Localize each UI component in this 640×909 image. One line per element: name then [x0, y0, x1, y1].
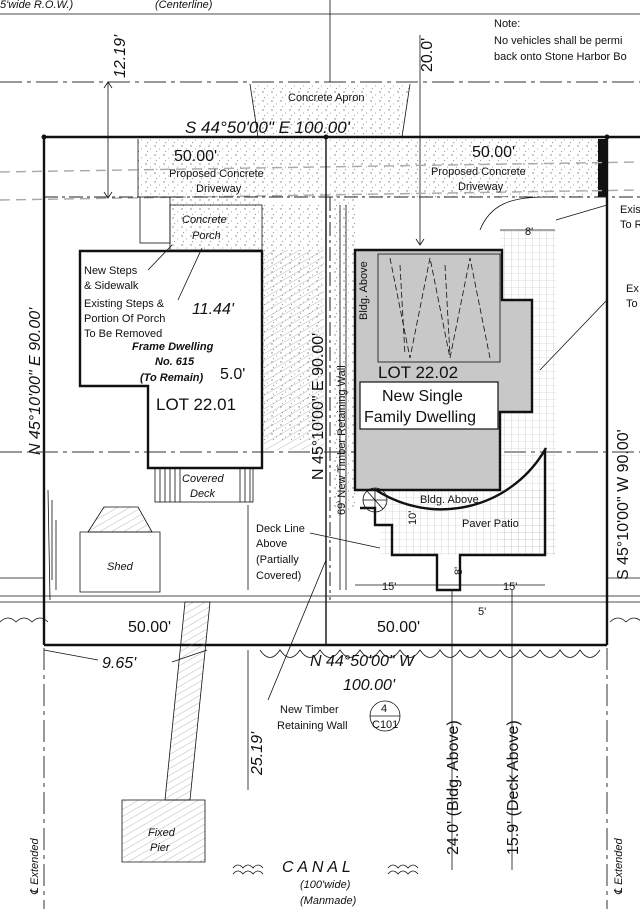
east-driveway-line-1: Proposed Concrete: [431, 166, 526, 178]
deck-line-label-1: Deck Line: [256, 523, 305, 535]
note-line-1: No vehicles shall be permi: [494, 35, 622, 47]
canal-width: (100'wide): [300, 879, 351, 891]
deck-line-label-3: (Partially: [256, 554, 299, 566]
centerline-label: (Centerline): [155, 0, 213, 11]
rear-setback-value: 25.19': [249, 731, 266, 776]
concrete-apron: Concrete Apron: [249, 83, 411, 138]
front-setback-value: 12.19': [112, 34, 129, 78]
existing-right-line-1: Exis: [620, 204, 640, 216]
porch-line-2: Porch: [192, 230, 221, 242]
lot-22-02-label: LOT 22.02: [378, 363, 458, 382]
property-front-line: S 44°50'00" E 100.00': [41, 118, 640, 140]
bldg-above-vertical: Bldg. Above: [358, 261, 370, 320]
west-driveway-line-2: Driveway: [196, 183, 242, 195]
walkway-and-pier: Fixed Pier: [121, 601, 211, 863]
timber-wall-callout: New Timber Retaining Wall 4 C101: [267, 559, 401, 732]
apron-depth-value: 20.0': [419, 38, 436, 72]
top-strip: 5'wide R.O.W.) (Centerline): [0, 0, 640, 83]
new-dwelling: Bldg. Above LOT 22.02 New Single Family …: [353, 197, 608, 618]
front-setback-dimension: 12.19': [103, 34, 129, 199]
canal-type: (Manmade): [300, 895, 357, 907]
cl-extended-left: ℄ Extended: [29, 838, 41, 895]
deck-line-label-4: Covered): [256, 570, 301, 582]
new-dwelling-line-1: New Single: [382, 388, 463, 405]
concrete-apron-label: Concrete Apron: [288, 92, 364, 104]
existing-steps-line-3: To Be Removed: [84, 328, 162, 340]
existing-steps-line-2: Portion Of Porch: [84, 313, 165, 325]
frame-dwelling-line-3: (To Remain): [140, 372, 203, 384]
timber-wall-line-1: New Timber: [280, 704, 339, 716]
timber-wall-line-2: Retaining Wall: [277, 720, 348, 732]
shed: Shed: [47, 489, 161, 601]
bearing-bottom-distance: 100.00': [343, 677, 396, 694]
fixed-pier-line-1: Fixed: [148, 827, 176, 839]
note-title: Note:: [494, 18, 520, 30]
bulkhead-scallops: [0, 617, 640, 658]
new-steps-line-2: & Sidewalk: [84, 280, 139, 292]
canal-name: C A N A L: [282, 859, 351, 876]
east-lot-width-rear: 50.00': [377, 619, 420, 636]
east-driveway-detail: 8': [479, 196, 608, 238]
existing-right2-line-1: Ex: [626, 283, 639, 295]
paver-patio-label: Paver Patio: [462, 518, 519, 530]
bearing-top: S 44°50'00" E 100.00': [185, 118, 351, 137]
step-width-value: 5': [478, 606, 486, 618]
existing-steps-line-1: Existing Steps &: [84, 298, 165, 310]
west-lot-width-front: 50.00': [174, 148, 217, 165]
canal-label: C A N A L (100'wide) (Manmade): [232, 859, 419, 907]
fixed-pier-line-2: Pier: [150, 842, 171, 854]
bearing-left: N 45°10'00" E 90.00': [27, 307, 44, 455]
shed-label: Shed: [107, 561, 134, 573]
west-driveway-line-1: Proposed Concrete: [169, 168, 264, 180]
covered-deck-line-1: Covered: [182, 473, 224, 485]
bldg-above-arc: Bldg. Above: [420, 494, 479, 506]
porch-offset-value: 11.44': [192, 301, 235, 318]
bldg-above-dimension: 24.0' (Bldg. Above): [445, 720, 462, 855]
east-driveway-line-2: Driveway: [458, 181, 504, 193]
detail-sheet: C101: [372, 719, 398, 731]
centerline-extended: ℄ Extended ℄ Extended: [29, 648, 625, 909]
bearing-right: S 45°10'00" W 90.00': [615, 429, 632, 580]
row-label: 5'wide R.O.W.): [0, 0, 74, 11]
side-offset-value: 5.0': [220, 366, 245, 383]
new-steps-line-1: New Steps: [84, 265, 138, 277]
east-lot-width-front: 50.00': [472, 144, 515, 161]
cl-extended-right: ℄ Extended: [613, 838, 625, 895]
rear-setback-dimension: 25.19': [247, 650, 266, 790]
patio-left-width: 15': [382, 581, 396, 593]
bearing-bottom: N 44°50'00" W: [310, 653, 416, 670]
rear-left-value: 9.65': [102, 655, 137, 672]
covered-deck-line-2: Deck: [190, 488, 216, 500]
note-line-2: back onto Stone Harbor Bo: [494, 51, 627, 63]
deck-line-label-2: Above: [256, 538, 287, 550]
bearing-center: N 45°10'00" E 90.00': [310, 333, 327, 480]
frame-dwelling-line-1: Frame Dwelling: [132, 341, 214, 353]
patio-depth-value: 10': [407, 511, 419, 525]
frame-dwelling-line-2: No. 615: [155, 356, 195, 368]
bldg-deck-dimensions: 24.0' (Bldg. Above) 15.9' (Deck Above): [445, 590, 522, 870]
west-lot-structures: Concrete Porch New Steps & Sidewalk Exis…: [78, 196, 324, 503]
new-dwelling-line-2: Family Dwelling: [364, 409, 476, 426]
lot-22-01-label: LOT 22.01: [156, 395, 236, 414]
existing-right2-line-2: To: [626, 298, 638, 310]
retaining-wall-vertical: 69' New Timber Retaining Wall: [336, 365, 348, 515]
step-depth-value: 8': [453, 567, 465, 575]
patio-right-width: 15': [503, 581, 517, 593]
porch-line-1: Concrete: [182, 214, 227, 226]
note-block: Note: No vehicles shall be permi back on…: [494, 18, 627, 63]
driveway-offset-value: 8': [525, 226, 533, 238]
deck-line-callout: Deck Line Above (Partially Covered): [247, 505, 381, 590]
existing-right-line-2: To R: [620, 219, 640, 231]
deck-above-dimension: 15.9' (Deck Above): [505, 720, 522, 855]
detail-number: 4: [381, 703, 387, 715]
west-lot-width-rear: 50.00': [128, 619, 171, 636]
